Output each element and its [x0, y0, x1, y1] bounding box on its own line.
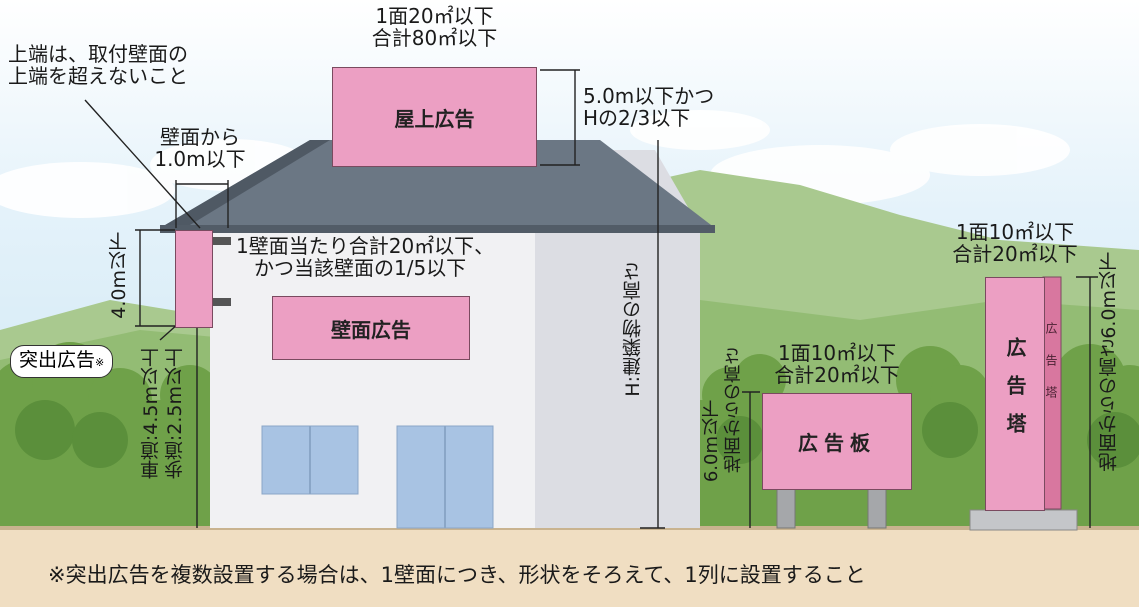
board-post-left [776, 487, 796, 529]
tower-area-line1: 1面10㎡以下 [955, 220, 1075, 244]
board-area-label: 1面10㎡以下 合計20㎡以下 [762, 341, 912, 387]
rooftop-height-line1: 5.0m以下かつ [583, 84, 715, 108]
tower-side-label: 広告塔 [1044, 322, 1058, 418]
ground [0, 528, 1139, 607]
board-height-line2: 6.0m以下 [701, 400, 722, 483]
rooftop-height-line2: Hの2/3以下 [583, 105, 691, 130]
board-height-line1: 地面からの高さ [723, 347, 744, 473]
top-edge-line2: 上端を超えないこと [8, 63, 188, 88]
bracket-top [211, 237, 231, 245]
wall-area-line2: かつ当該壁面の1/5以下 [254, 255, 467, 280]
rooftop-area-line2: 合計80㎡以下 [371, 25, 498, 50]
board-area-line2: 合計20㎡以下 [774, 362, 900, 387]
top-edge-line1: 上端は、取付壁面の [8, 42, 188, 66]
rooftop-sign: 屋上広告 [332, 67, 537, 167]
billboard-sign-label: 広告板 [798, 431, 876, 455]
rooftop-area-line1: 1面20㎡以下 [375, 4, 494, 28]
clearance-roadway-label: 車道:4.5m以上 [140, 348, 162, 480]
tower-sign: 広告塔 [985, 277, 1045, 511]
bracket-bottom [211, 298, 231, 306]
rooftop-height-label: 5.0m以下かつ Hの2/3以下 [583, 84, 715, 130]
building-side-wall [525, 150, 700, 528]
tower-area-label: 1面10㎡以下 合計20㎡以下 [940, 220, 1090, 266]
tower-height-label: 地面からの高さ6.0m以下 [1098, 252, 1120, 472]
wall-sign-label: 壁面広告 [331, 317, 411, 342]
tower-area-line2: 合計20㎡以下 [952, 241, 1078, 266]
projecting-sign-callout: 突出広告※ [10, 345, 114, 378]
tower-base [969, 509, 1078, 531]
wall-sign: 壁面広告 [272, 296, 470, 360]
from-wall-line2: 1.0m以下 [154, 146, 246, 171]
building-height-label: H:建築物の高さ [622, 262, 644, 397]
rooftop-sign-label: 屋上広告 [394, 106, 475, 131]
footnote: ※突出広告を複数設置する場合は、1壁面につき、形状をそろえて、1列に設置すること [48, 563, 866, 587]
projecting-sign-name: 突出広告 [19, 349, 96, 371]
board-area-line1: 1面10㎡以下 [777, 341, 897, 365]
from-wall-label: 壁面から 1.0m以下 [125, 125, 275, 171]
building-roof [160, 140, 715, 228]
projecting-sign-note-mark: ※ [95, 356, 105, 369]
projecting-sign [175, 230, 213, 328]
from-wall-line1: 壁面から [160, 125, 240, 149]
clearance-sidewalk-label: 歩道:2.5m以上 [164, 348, 186, 480]
tree-shadows [15, 400, 1139, 468]
dimension-lines [84, 69, 1098, 529]
wall-area-label: 1壁面当たり合計20㎡以下、 かつ当該壁面の1/5以下 [236, 234, 495, 280]
wall-area-line1: 1壁面当たり合計20㎡以下、 [236, 234, 495, 258]
projecting-height-label: 4.0m以下 [108, 232, 130, 319]
billboard-sign: 広告板 [762, 393, 912, 490]
tower-sign-label: 広告塔 [1003, 337, 1027, 451]
top-edge-label: 上端は、取付壁面の 上端を超えないこと [8, 42, 188, 88]
rooftop-area-label: 1面20㎡以下 合計80㎡以下 [332, 4, 537, 50]
board-post-right [867, 487, 887, 529]
